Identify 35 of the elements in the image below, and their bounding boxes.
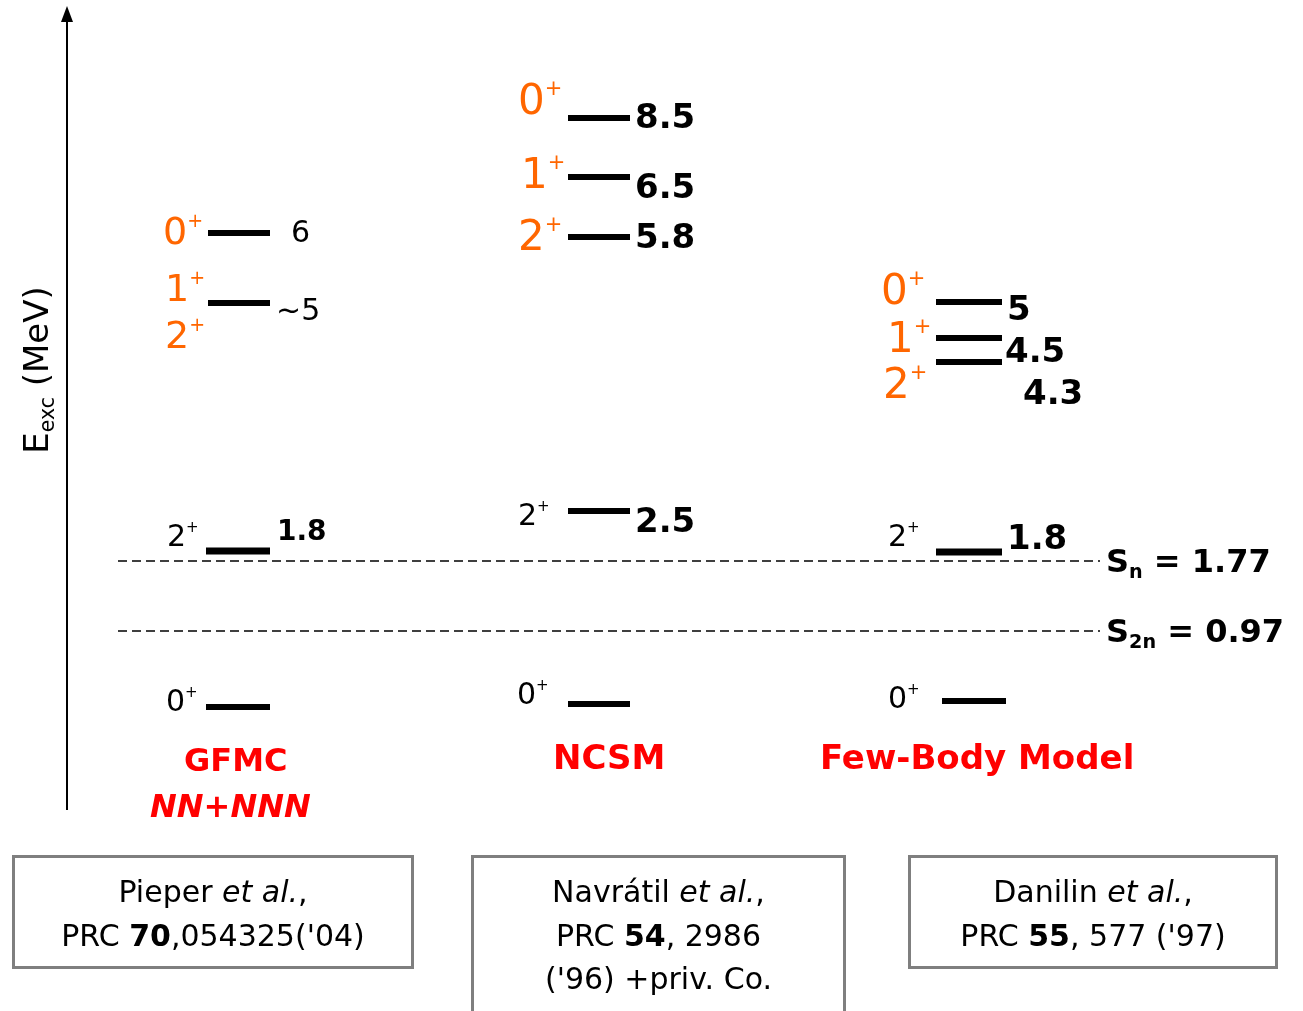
- method-label: NN+NNN: [150, 790, 311, 822]
- energy-value: 2.5: [635, 503, 696, 537]
- reference-box: Pieper et al., PRC 70,054325('04): [12, 855, 414, 969]
- spin-parity-label: 2$^{+}$: [883, 362, 928, 405]
- spin-parity-label: 0$^{+}$: [517, 678, 549, 709]
- energy-value: 1.8: [277, 517, 327, 545]
- spin-parity-label: 0$^{+}$: [163, 211, 204, 251]
- energy-value: 6.5: [635, 169, 696, 203]
- energy-value: ~5: [276, 295, 321, 325]
- reference-box: Danilin et al., PRC 55, 577 ('97): [908, 855, 1278, 969]
- reference-box: Navrátil et al., PRC 54, 2986 ('96) +priv. Co.: [471, 855, 846, 1011]
- spin-parity-label: 2$^{+}$: [165, 315, 206, 355]
- spin-parity-label: 0$^{+}$: [881, 268, 926, 311]
- energy-value: 4.3: [1023, 375, 1084, 409]
- energy-value: 8.5: [635, 99, 696, 133]
- spin-parity-label: 2$^{+}$: [518, 214, 563, 257]
- method-label: GFMC: [184, 744, 288, 776]
- method-label: NCSM: [553, 740, 666, 774]
- threshold-label: S$_{2n}$ = 0.97: [1106, 615, 1285, 651]
- spin-parity-label: 2$^{+}$: [518, 499, 550, 530]
- spin-parity-label: 2$^{+}$: [888, 520, 920, 551]
- method-label: Few-Body Model: [820, 740, 1135, 774]
- spin-parity-label: 0$^{+}$: [518, 78, 563, 121]
- energy-value: 4.5: [1005, 333, 1066, 367]
- energy-value: 6: [291, 217, 311, 247]
- energy-value: 5.8: [635, 219, 696, 253]
- spin-parity-label: 2$^{+}$: [167, 520, 199, 551]
- spin-parity-label: 1$^{+}$: [165, 268, 206, 308]
- spin-parity-label: 0$^{+}$: [888, 682, 920, 713]
- energy-value: 5: [1007, 291, 1031, 325]
- threshold-label: S$_{n}$ = 1.77: [1106, 545, 1271, 581]
- spin-parity-label: 1$^{+}$: [887, 316, 932, 359]
- spin-parity-label: 0$^{+}$: [166, 685, 198, 716]
- energy-value: 1.8: [1007, 520, 1068, 554]
- spin-parity-label: 1$^{+}$: [521, 152, 566, 195]
